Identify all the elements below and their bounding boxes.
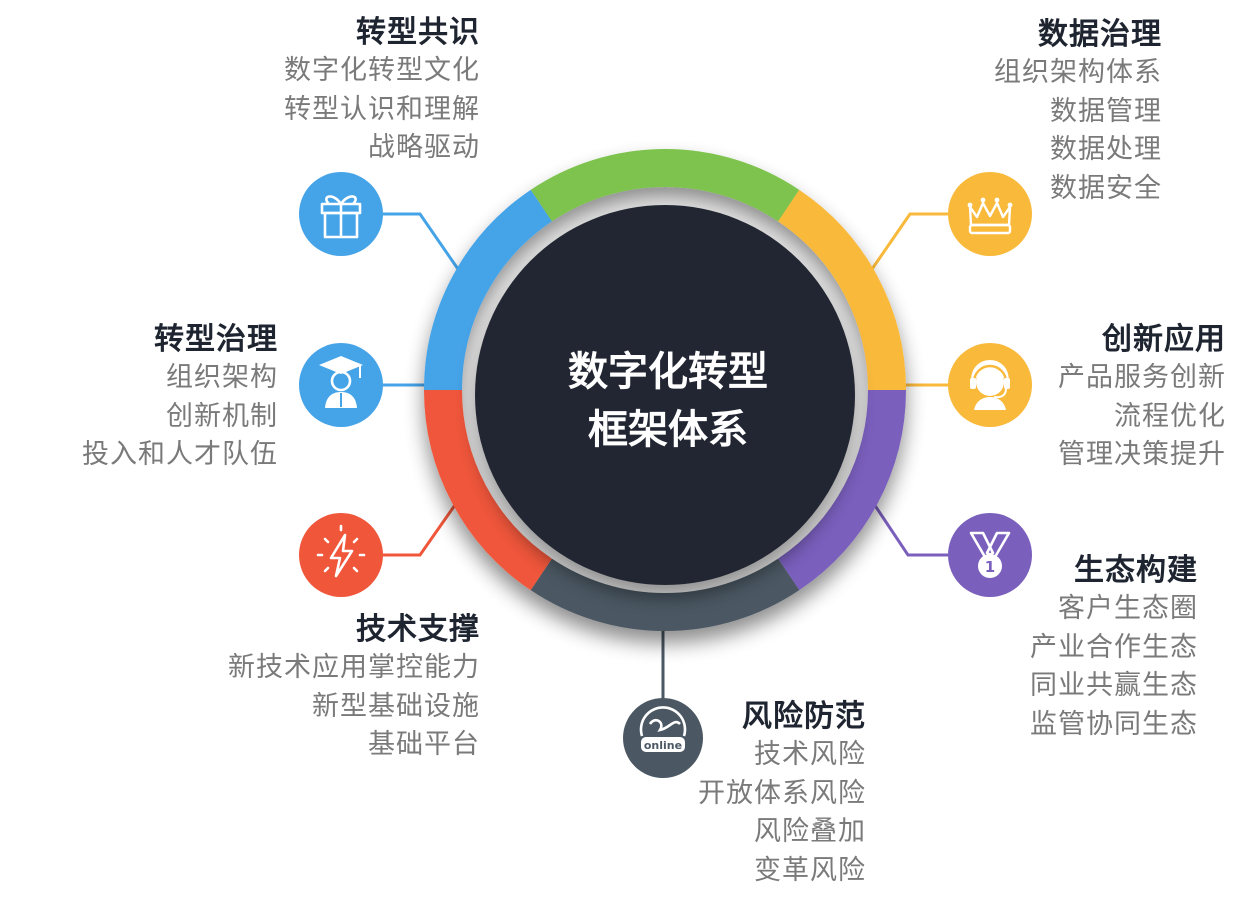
graduate-icon [299, 343, 383, 427]
ring-segment-dark [530, 558, 800, 632]
section-item: 战略驱动 [368, 132, 480, 163]
section-data: 数据治理 组织架构体系 数据管理 数据处理 数据安全 [832, 16, 1162, 208]
section-item: 数据安全 [1050, 172, 1162, 204]
section-innovation: 创新应用 产品服务创新 流程优化 管理决策提升 [896, 321, 1226, 475]
online-icon-label: online [644, 739, 682, 752]
ring-segment-purple [777, 389, 906, 591]
section-title: 风险防范 [742, 699, 866, 734]
section-title: 生态构建 [1074, 553, 1198, 588]
section-item: 产品服务创新 [1058, 362, 1226, 393]
section-item: 投入和人才队伍 [82, 439, 278, 470]
section-item: 数据管理 [1050, 95, 1162, 127]
section-item: 监管协同生态 [1030, 708, 1198, 740]
center-circle [475, 205, 855, 585]
ring-segment-green [530, 148, 800, 222]
medal-icon: 1 [948, 513, 1032, 597]
section-title: 数据治理 [1038, 17, 1162, 52]
section-governance: 转型治理 组织架构 创新机制 投入和人才队伍 [0, 321, 278, 475]
section-item: 转型认识和理解 [284, 93, 480, 125]
headset-person-icon [948, 343, 1032, 427]
online-globe-icon: online [623, 698, 703, 778]
connector-tech [383, 494, 464, 557]
connector-data [868, 212, 948, 273]
ring-segment-yellow [777, 189, 906, 391]
section-item: 数字化转型文化 [284, 55, 480, 86]
section-item: 开放体系风险 [698, 777, 866, 809]
gift-icon [299, 172, 383, 256]
section-ecosystem: 生态构建 客户生态圈 产业合作生态 同业共赢生态 监管协同生态 [868, 552, 1198, 744]
section-item: 组织架构 [166, 362, 278, 393]
center-title-line2: 框架体系 [588, 407, 748, 453]
section-item: 新型基础设施 [312, 690, 480, 722]
section-title: 转型治理 [154, 322, 278, 357]
connector-ecosystem [866, 494, 948, 557]
section-item: 组织架构体系 [994, 57, 1162, 88]
section-item: 技术风险 [754, 739, 866, 770]
section-item: 变革风险 [754, 854, 866, 886]
section-title: 技术支撑 [356, 612, 480, 647]
medal-icon-number: 1 [985, 558, 995, 576]
section-item: 流程优化 [1114, 400, 1226, 432]
section-item: 数据处理 [1050, 134, 1162, 165]
section-risk: 风险防范 技术风险 开放体系风险 风险叠加 变革风险 [536, 698, 866, 890]
section-item: 风险叠加 [754, 816, 866, 847]
section-title: 创新应用 [1102, 322, 1226, 357]
section-item: 管理决策提升 [1058, 439, 1226, 470]
section-item: 基础平台 [368, 729, 480, 760]
section-item: 客户生态圈 [1058, 593, 1198, 624]
section-item: 创新机制 [166, 400, 278, 432]
section-item: 同业共赢生态 [1030, 670, 1198, 701]
crown-icon [948, 172, 1032, 256]
section-consensus: 转型共识 数字化转型文化 转型认识和理解 战略驱动 [150, 14, 480, 168]
center-title-line1: 数字化转型 [568, 349, 768, 395]
connector-consensus [383, 212, 462, 273]
lightning-icon [299, 513, 383, 597]
section-item: 新技术应用掌控能力 [228, 652, 480, 683]
section-item: 产业合作生态 [1030, 631, 1198, 663]
ring-segment-red [424, 389, 553, 591]
section-title: 转型共识 [356, 15, 480, 50]
section-tech: 技术支撑 新技术应用掌控能力 新型基础设施 基础平台 [150, 611, 480, 765]
ring-segment-blue [424, 189, 553, 391]
